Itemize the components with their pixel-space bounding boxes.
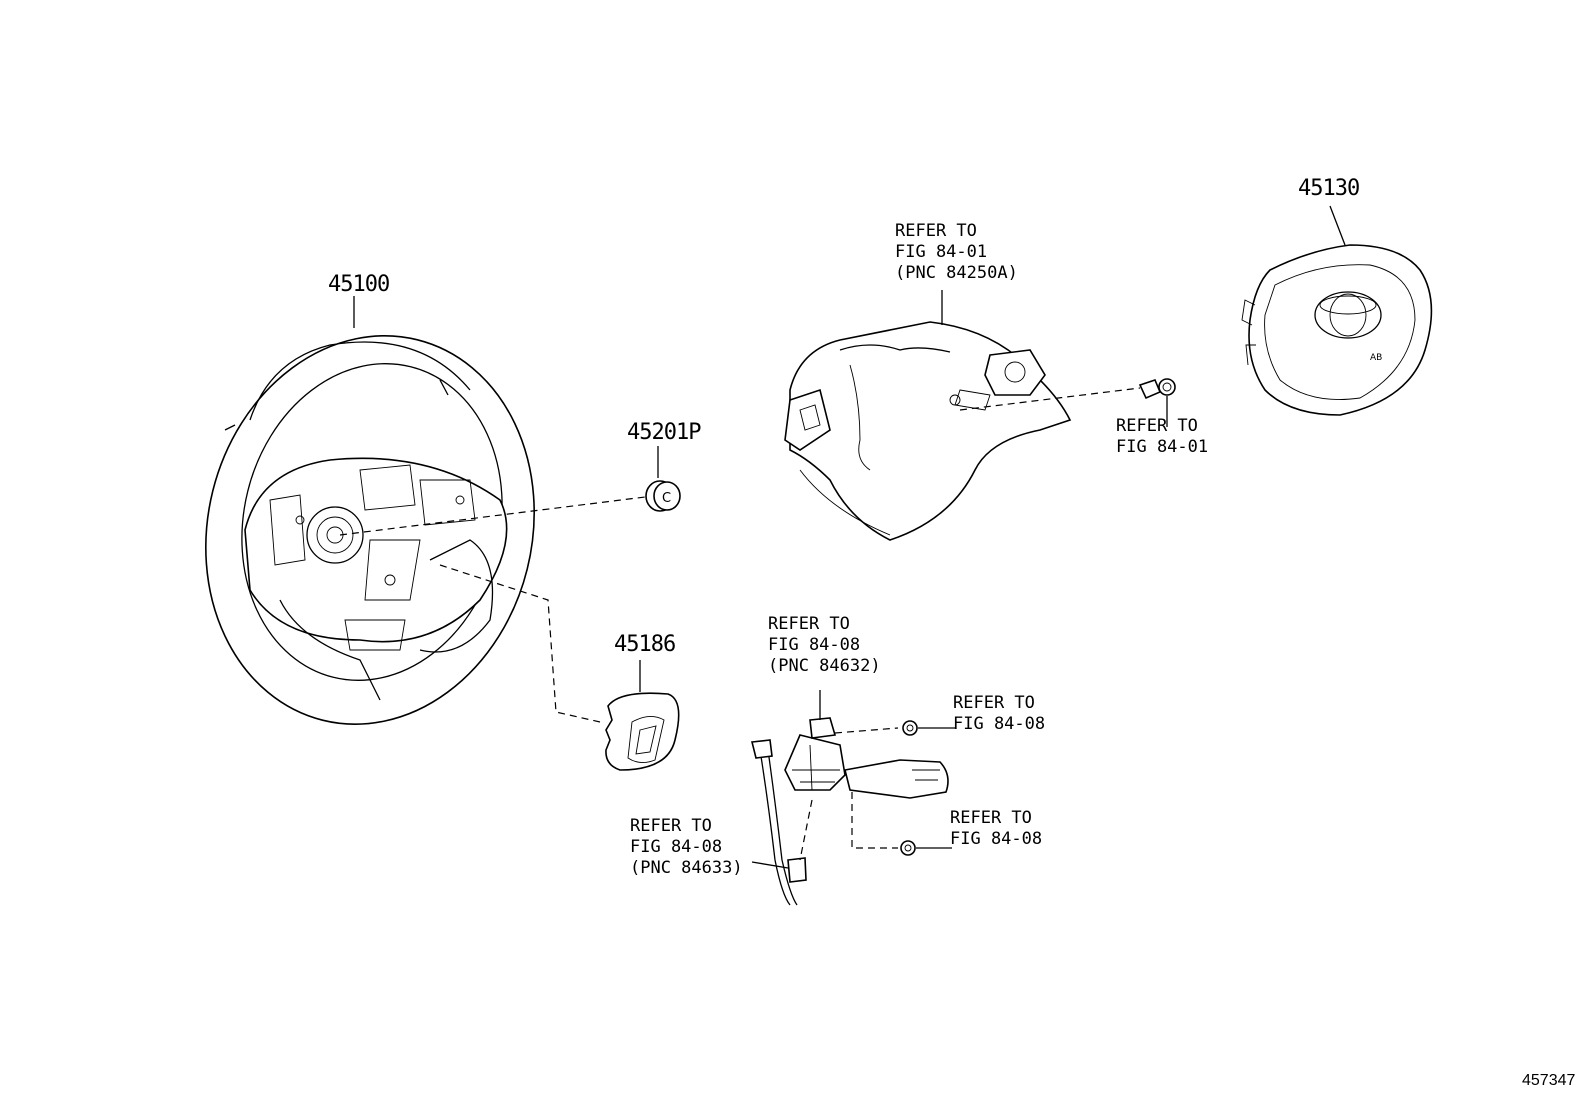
part-number-45186: 45186 [614,632,676,657]
combination-switch[interactable] [784,717,949,799]
damper-45201p[interactable]: C [645,480,681,512]
screw-bottom[interactable] [900,840,916,856]
svg-text:C: C [662,491,671,506]
lower-cover-45186[interactable] [605,692,680,771]
steering-switch-cover[interactable] [784,321,1072,541]
svg-text:AB: AB [1370,353,1382,363]
bolt[interactable] [1138,378,1176,400]
steering-wheel-45100[interactable] [165,301,574,760]
harness[interactable] [751,739,813,906]
airbag-45130[interactable]: AB [1241,244,1433,416]
screw-top[interactable] [902,720,918,736]
part-number-45130: 45130 [1298,176,1360,201]
part-number-45100: 45100 [328,272,390,297]
figure-id: 457347 [1522,1072,1576,1089]
part-number-45201p: 45201P [627,420,701,445]
